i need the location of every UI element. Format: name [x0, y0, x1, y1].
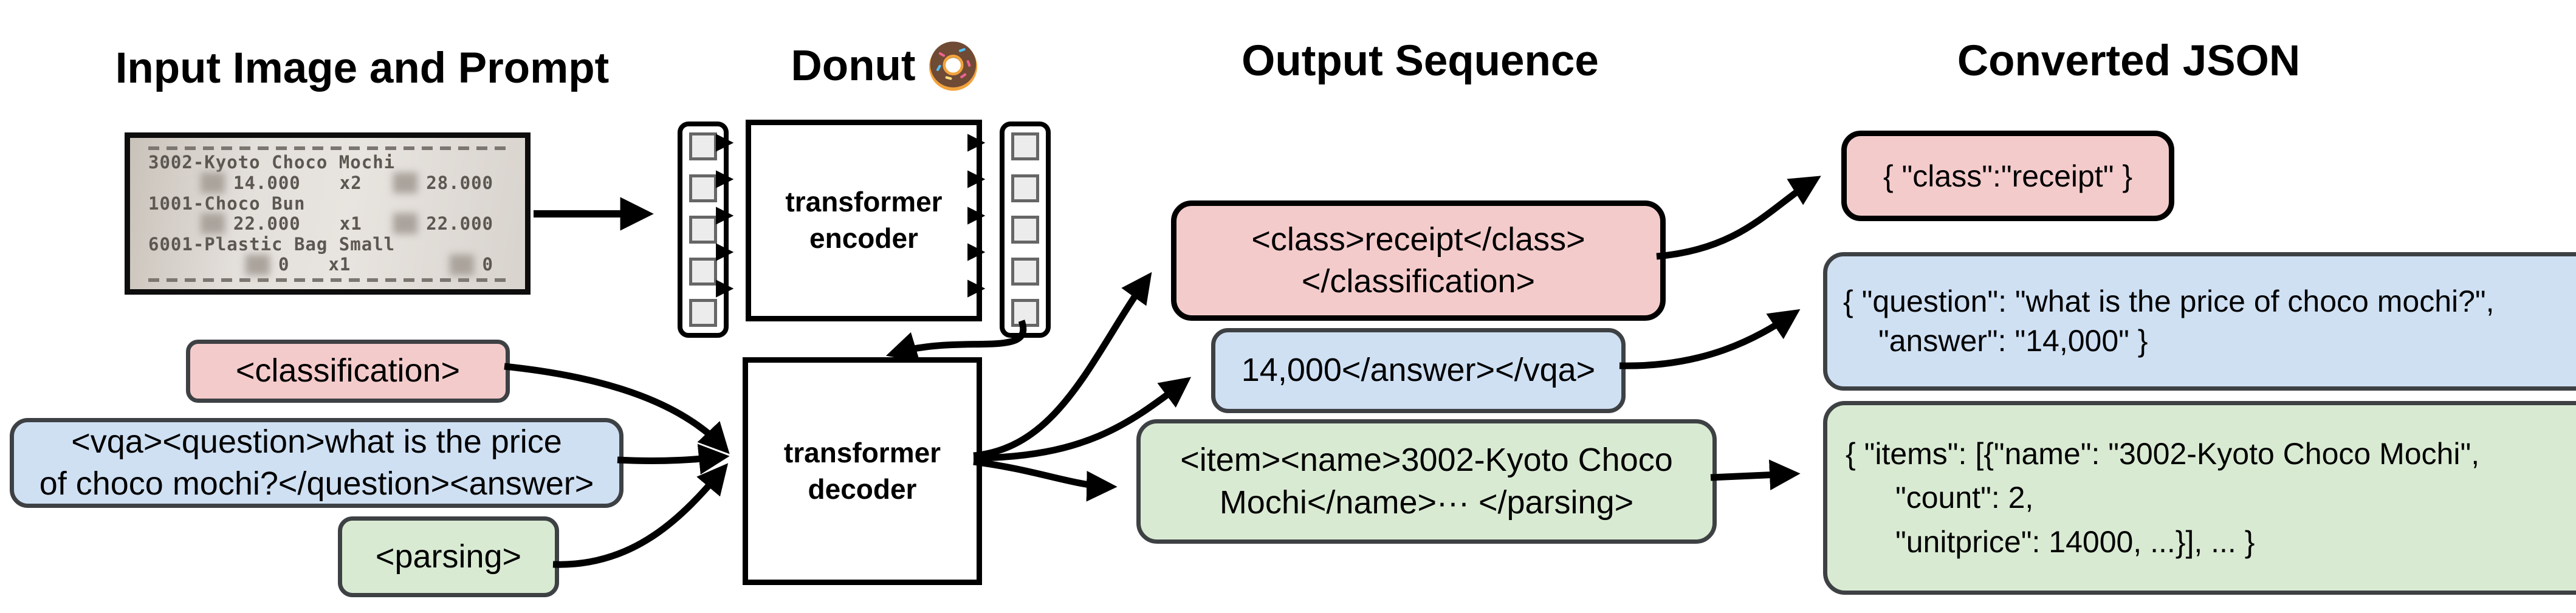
prompt-vqa-line2: of choco mochi?</question><answer>	[39, 465, 594, 502]
arrow-output-to-json-classification	[1656, 176, 1821, 260]
embedding-token	[1011, 132, 1039, 160]
redaction-blur	[201, 173, 225, 194]
redaction-blur	[393, 213, 418, 235]
output-classification-line2: </classification>	[1301, 263, 1536, 300]
json-classification-box: { "class":"receipt" }	[1841, 131, 2174, 221]
prompt-parsing-box: <parsing>	[338, 516, 559, 597]
output-parsing-line1: <item><name>3002-Kyoto Choco	[1180, 442, 1673, 479]
output-classification-box: <class>receipt</class> </classification>	[1171, 200, 1666, 321]
receipt-price-row: 0 x1 0	[148, 254, 510, 275]
patch-token	[689, 216, 717, 244]
receipt-total: 22.000	[426, 213, 493, 235]
json-vqa-box: { "question": "what is the price of choc…	[1823, 252, 2576, 391]
prompt-parsing-text: <parsing>	[375, 538, 522, 575]
model-column-title: Donut	[791, 38, 981, 94]
json-parsing-box: { "items": [{"name": "3002-Kyoto Choco M…	[1823, 401, 2576, 595]
arrow-output-to-json-vqa	[1619, 309, 1801, 369]
transformer-decoder-block: transformer decoder	[743, 357, 982, 585]
receipt-unit-price: 22.000	[233, 213, 301, 235]
receipt-item-row: 1001-Choco Bun	[148, 193, 306, 214]
prompt-classification-box: <classification>	[186, 340, 510, 403]
output-column-title-text: Output Sequence	[1242, 37, 1599, 85]
output-parsing-line2: Mochi</name>··· </parsing>	[1219, 484, 1634, 521]
json-vqa-line1: { "question": "what is the price of choc…	[1843, 284, 2495, 318]
prompt-classification-text: <classification>	[235, 352, 461, 389]
patch-token	[689, 257, 717, 286]
receipt-bottom-tear-line	[148, 278, 510, 282]
output-column-title: Output Sequence	[1242, 36, 1599, 86]
decoder-label-line1: transformer	[783, 436, 941, 468]
json-classification-text: { "class":"receipt" }	[1883, 159, 2133, 193]
encoder-label-line1: transformer	[785, 186, 943, 218]
arrow-decoder-to-output-parsing	[973, 458, 1118, 502]
receipt-qty: x1	[339, 213, 362, 235]
arrow-prompt-vqa-to-decoder	[617, 443, 730, 474]
json-parsing-line1: { "items": [{"name": "3002-Kyoto Choco M…	[1846, 436, 2480, 471]
embedding-token	[1011, 216, 1039, 244]
json-parsing-line2: "count": 2,	[1895, 481, 2034, 515]
receipt-unit-price: 0	[278, 254, 290, 275]
donut-emoji-icon	[926, 38, 981, 94]
redaction-blur	[246, 254, 270, 275]
redaction-blur	[393, 173, 418, 194]
encoder-output-embedding-strip	[1000, 122, 1051, 338]
receipt-price-row: 14.000 x2 28.000	[148, 172, 510, 194]
redaction-blur	[449, 254, 474, 275]
json-vqa-line2: "answer": "14,000" }	[1878, 324, 2148, 358]
input-column-title-text: Input Image and Prompt	[115, 44, 610, 92]
receipt-qty: x2	[339, 172, 362, 193]
output-classification-line1: <class>receipt</class>	[1251, 221, 1585, 258]
prompt-vqa-box: <vqa><question>what is the price of choc…	[10, 418, 623, 508]
embedding-token	[1011, 257, 1039, 286]
receipt-input-image: 3002-Kyoto Choco Mochi 14.000 x2 28.000 …	[125, 132, 531, 295]
output-parsing-box: <item><name>3002-Kyoto Choco Mochi</name…	[1136, 419, 1717, 544]
redaction-blur	[201, 213, 225, 235]
embedding-token	[1011, 299, 1039, 327]
output-vqa-box: 14,000</answer></vqa>	[1211, 328, 1626, 413]
prompt-vqa-line1: <vqa><question>what is the price	[71, 423, 562, 460]
model-column-title-text: Donut	[791, 41, 916, 90]
json-parsing-line3: "unitprice": 14000, ...}], ... }	[1895, 524, 2255, 559]
embedding-token	[1011, 174, 1039, 202]
receipt-price-row: 22.000 x1 22.000	[148, 213, 510, 235]
arrow-output-to-json-parsing	[1710, 459, 1801, 490]
receipt-item-row: 3002-Kyoto Choco Mochi	[148, 152, 396, 173]
receipt-item-row: 6001-Plastic Bag Small	[148, 233, 396, 255]
json-column-title-text: Converted JSON	[1957, 37, 2301, 85]
patch-token	[689, 174, 717, 202]
patch-token	[689, 299, 717, 327]
receipt-total: 0	[482, 254, 493, 275]
input-column-title: Input Image and Prompt	[115, 44, 610, 93]
patch-token	[689, 132, 717, 160]
decoder-label-line2: decoder	[808, 473, 917, 505]
transformer-encoder-block: transformer encoder	[746, 120, 982, 321]
receipt-top-tear-line	[148, 146, 510, 150]
encoder-input-patch-strip	[678, 122, 729, 338]
json-column-title: Converted JSON	[1957, 36, 2300, 86]
receipt-qty: x1	[328, 254, 351, 275]
output-vqa-text: 14,000</answer></vqa>	[1241, 352, 1596, 389]
receipt-unit-price: 14.000	[233, 172, 301, 193]
receipt-total: 28.000	[426, 172, 493, 193]
encoder-label-line2: encoder	[809, 222, 918, 254]
